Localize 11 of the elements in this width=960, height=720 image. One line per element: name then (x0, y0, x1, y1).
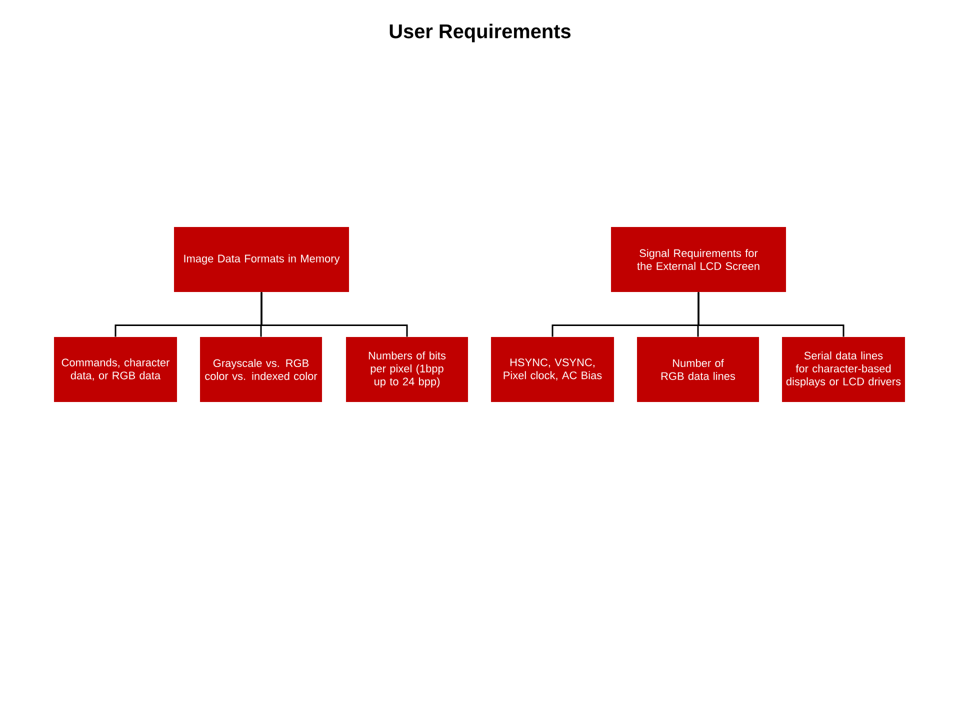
item-box: Numbers of bits per pixel (1bpp up to 24 bpp) (346, 337, 468, 402)
title: User Requirements (390, 24, 570, 42)
item-box: Grayscale vs. RGB color vs. indexed color (200, 337, 322, 402)
category-box: Image Data Formats in Memory (174, 227, 349, 292)
item-box: Commands, character data, or RGB data (54, 337, 177, 402)
item-box: Serial data lines for character-based displays or LCD drivers (782, 337, 905, 402)
connector (260, 292, 408, 337)
item-box: HSYNC, VSYNC, Pixel clock, AC Bias (491, 337, 614, 402)
category-box: Signal Requirements for the External LCD Screen (611, 227, 786, 292)
item-box: Number of RGB data lines (637, 337, 759, 402)
connector (698, 292, 844, 337)
